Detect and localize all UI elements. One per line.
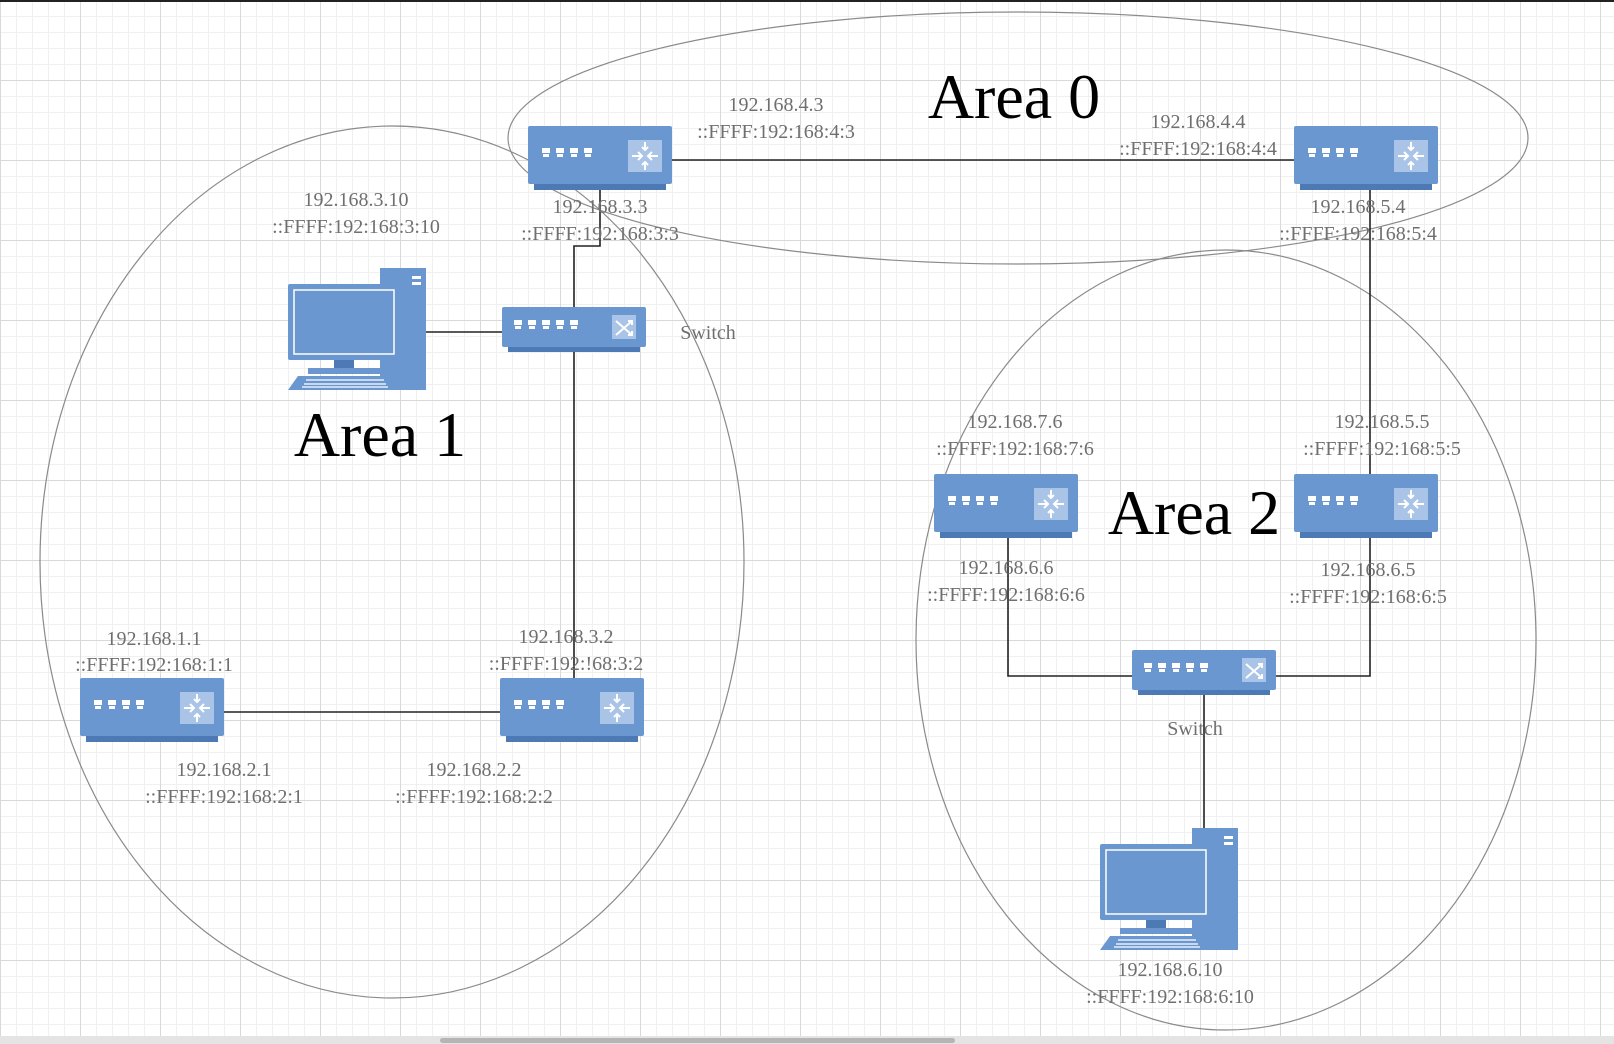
ipv4-label: 192.168.1.1 bbox=[107, 628, 202, 650]
router-area2-right-icon[interactable] bbox=[1293, 473, 1439, 539]
router-area1-right-icon[interactable] bbox=[499, 677, 645, 743]
router-area0-right-icon[interactable] bbox=[1293, 125, 1439, 191]
ipv6-label: ::FFFF:192:168:5:4 bbox=[1279, 223, 1437, 245]
area-2-label: Area 2 bbox=[1108, 477, 1280, 548]
ipv6-label: ::FFFF:192:168:6:5 bbox=[1289, 586, 1447, 608]
area-2-boundary bbox=[915, 249, 1537, 1031]
ipv4-label: 192.168.6.10 bbox=[1118, 959, 1223, 981]
area-0-boundary bbox=[507, 11, 1529, 265]
ipv4-label: 192.168.3.3 bbox=[553, 196, 648, 218]
ipv6-label: ::FFFF:192:!68:3:2 bbox=[489, 653, 644, 675]
link-r65-switch2 bbox=[1276, 508, 1371, 677]
ipv4-label: 192.168.7.6 bbox=[968, 411, 1063, 433]
ipv4-label: 192.168.4.3 bbox=[729, 94, 824, 116]
router-area2-left-icon[interactable] bbox=[933, 473, 1079, 539]
computer-area1-icon[interactable] bbox=[287, 267, 427, 391]
ipv4-label: 192.168.6.6 bbox=[959, 557, 1054, 579]
ipv6-label: ::FFFF:192:168:3:3 bbox=[521, 223, 679, 245]
switch-area2-icon[interactable] bbox=[1131, 649, 1277, 696]
ipv4-label: 192.168.2.1 bbox=[177, 759, 272, 781]
scrollbar-thumb[interactable] bbox=[440, 1038, 955, 1043]
ipv4-label: 192.168.5.5 bbox=[1335, 411, 1430, 433]
area-1-boundary bbox=[39, 125, 745, 999]
switch-area2-label: Switch bbox=[1167, 718, 1223, 740]
switch-area1-icon[interactable] bbox=[501, 306, 647, 353]
ipv6-label: ::FFFF:192:168:3:10 bbox=[272, 216, 440, 238]
area-1-label: Area 1 bbox=[294, 399, 466, 470]
area-0-label: Area 0 bbox=[928, 61, 1100, 132]
ipv4-label: 192.168.2.2 bbox=[427, 759, 522, 781]
computer-area2-icon[interactable] bbox=[1099, 827, 1239, 951]
ipv6-label: ::FFFF:192:168:5:5 bbox=[1303, 438, 1461, 460]
ipv6-label: ::FFFF:192:168:6:10 bbox=[1086, 986, 1254, 1008]
window-top-border bbox=[0, 0, 1614, 2]
switch-area1-label: Switch bbox=[680, 322, 736, 344]
link-r66-switch2 bbox=[1007, 508, 1140, 677]
ipv6-label: ::FFFF:192:168:4:4 bbox=[1119, 138, 1277, 160]
ipv6-label: ::FFFF:192:168:1:1 bbox=[75, 654, 233, 676]
ipv4-label: 192.168.3.10 bbox=[304, 189, 409, 211]
ipv4-label: 192.168.6.5 bbox=[1321, 559, 1416, 581]
ipv6-label: ::FFFF:192:168:2:2 bbox=[395, 786, 553, 808]
ipv6-label: ::FFFF:192:168:4:3 bbox=[697, 121, 855, 143]
ipv6-label: ::FFFF:192:168:2:1 bbox=[145, 786, 303, 808]
ipv4-label: 192.168.5.4 bbox=[1311, 196, 1406, 218]
ipv4-label: 192.168.4.4 bbox=[1151, 111, 1246, 133]
ipv6-label: ::FFFF:192:168:7:6 bbox=[936, 438, 1094, 460]
ipv4-label: 192.168.3.2 bbox=[519, 626, 614, 648]
ipv6-label: ::FFFF:192:168:6:6 bbox=[927, 584, 1085, 606]
router-area0-left-icon[interactable] bbox=[527, 125, 673, 191]
router-area1-left-icon[interactable] bbox=[79, 677, 225, 743]
